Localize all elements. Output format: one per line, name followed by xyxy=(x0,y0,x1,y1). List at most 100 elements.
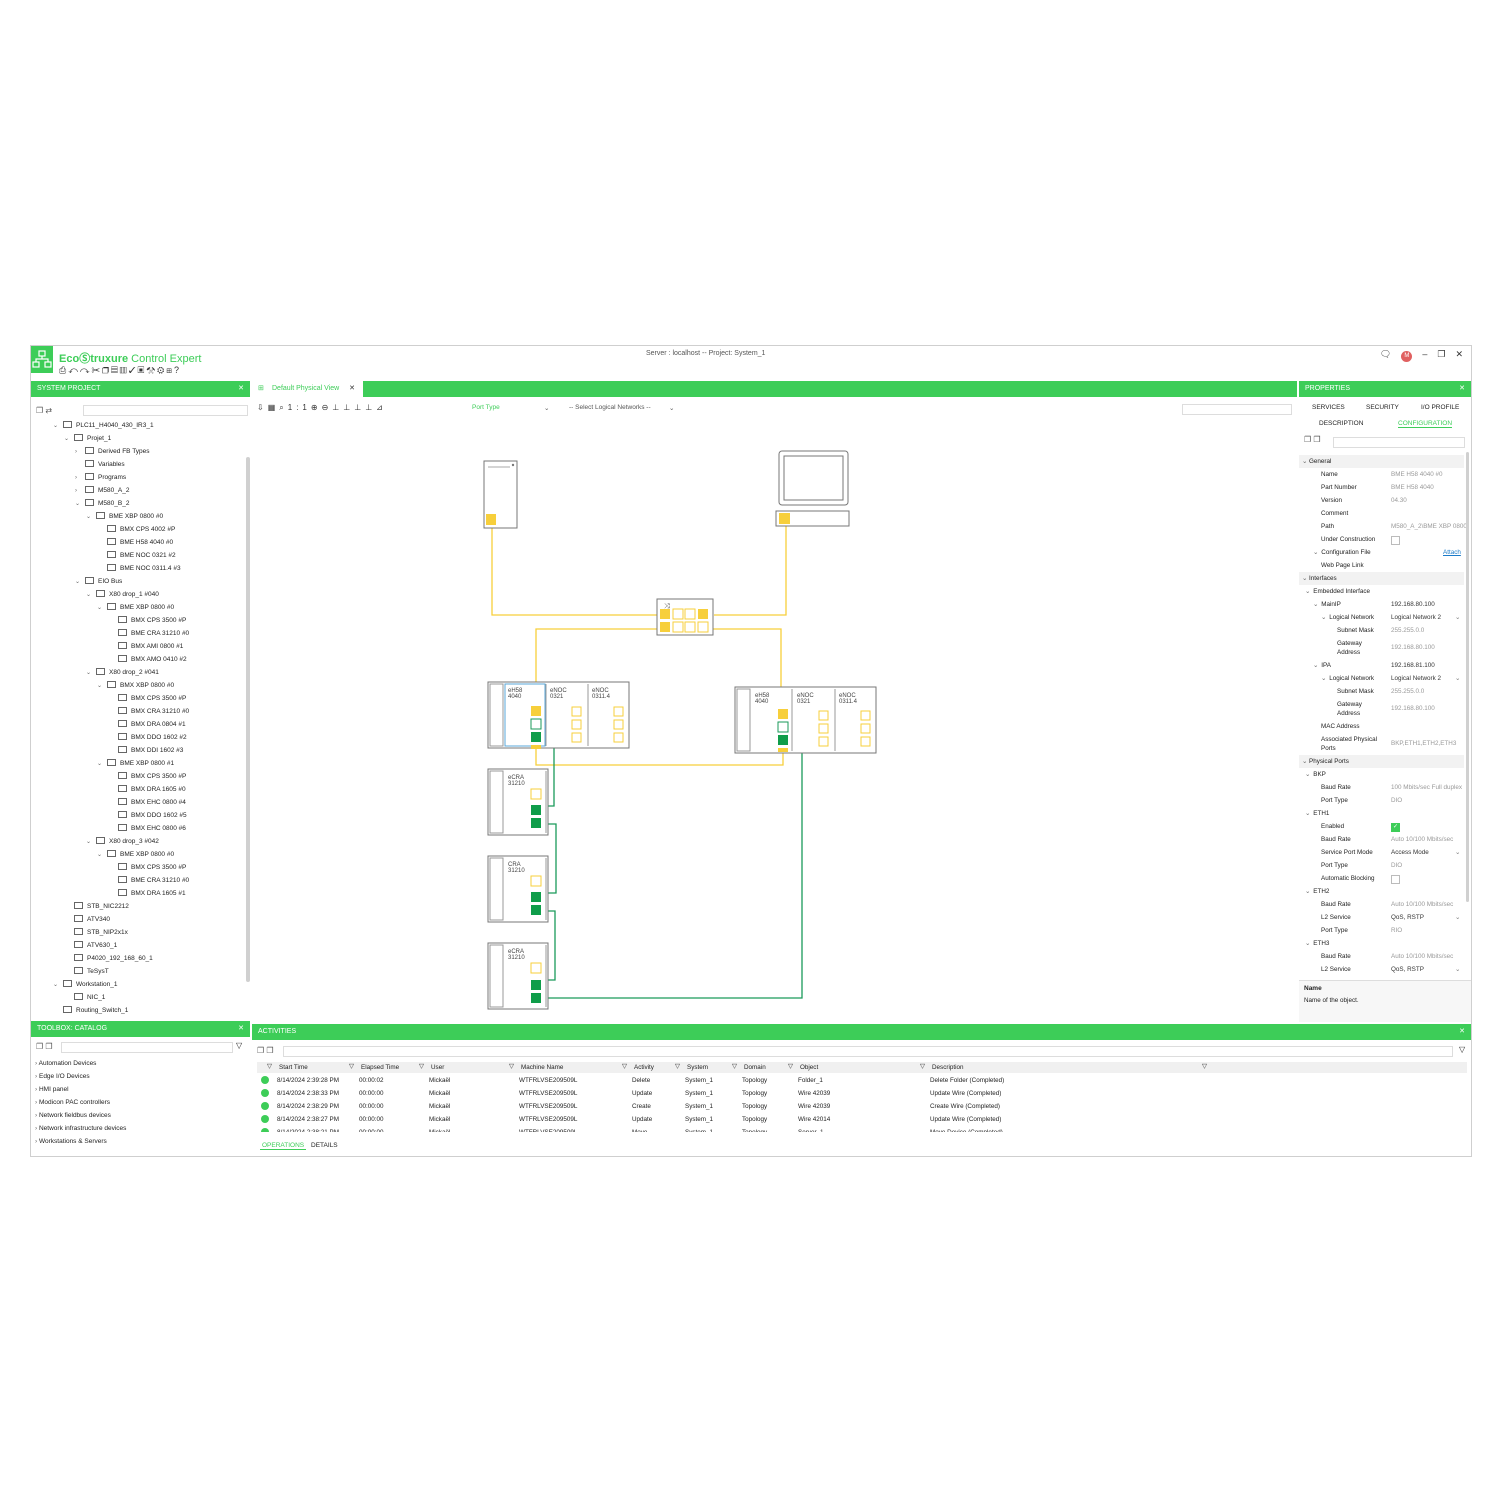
avatar[interactable]: M xyxy=(1401,351,1413,362)
minimize-icon[interactable]: – xyxy=(1422,349,1428,359)
tree-scrollbar[interactable] xyxy=(246,457,250,982)
wire-cpu-link[interactable] xyxy=(535,745,784,766)
network-icon[interactable]: ⊞ xyxy=(166,365,175,375)
undo-icon[interactable]: ↶ xyxy=(68,365,80,375)
chevron-icon[interactable]: ⌄ xyxy=(1305,940,1311,947)
catalog-item[interactable]: › Edge I/O Devices xyxy=(35,1070,90,1083)
tree-item[interactable]: BME CRA 31210 #0 xyxy=(108,874,189,887)
chevron-icon[interactable]: ⌄ xyxy=(1305,888,1311,895)
plc-rack-b[interactable]: eH58 4040 eNOC 0321 eNOC 0311.4 xyxy=(734,686,877,754)
catalog-item[interactable]: › HMI panel xyxy=(35,1083,69,1096)
chat-icon[interactable]: 🗨 xyxy=(1379,349,1392,359)
chevron-down-icon[interactable]: ⌄ xyxy=(97,761,103,767)
props-search-input[interactable] xyxy=(1333,437,1465,448)
tree-item[interactable]: ›Programs xyxy=(75,471,126,484)
logical-networks-dropdown[interactable]: -- Select Logical Networks --⌄ xyxy=(569,404,679,412)
property-value[interactable]: Access Mode⌄ xyxy=(1391,846,1460,859)
tab-close-icon[interactable]: ✕ xyxy=(349,385,356,392)
physical-view-canvas[interactable]: ⤨ eH58 4040 eNOC 0321 xyxy=(252,419,1297,1021)
column-filter-icon[interactable]: ▽ xyxy=(622,1063,627,1070)
column-header[interactable]: System xyxy=(687,1064,708,1071)
catalog-item[interactable]: › Network fieldbus devices xyxy=(35,1109,111,1122)
tree-item[interactable]: BMX CPS 3500 #P xyxy=(108,861,186,874)
wire-ring-2[interactable] xyxy=(542,823,557,894)
tree-item[interactable]: STB_NIC2212 xyxy=(64,900,129,913)
sync-icon[interactable]: ⇄ xyxy=(45,406,53,415)
tree-item[interactable]: ⌄Projet_1 xyxy=(64,432,111,445)
tree-item[interactable]: BMX DDO 1602 #5 xyxy=(108,809,187,822)
restore-icon[interactable]: ❐ xyxy=(1437,349,1446,359)
chevron-right-icon[interactable]: › xyxy=(75,449,77,455)
chevron-down-icon[interactable]: ⌄ xyxy=(97,683,103,689)
validate-icon[interactable]: ✓ xyxy=(128,365,138,375)
align-left-icon[interactable]: ⊥ xyxy=(332,403,344,412)
tree-item[interactable]: ⌄EIO Bus xyxy=(75,575,122,588)
help-icon[interactable]: ? xyxy=(174,365,182,375)
tree-item[interactable]: BMX DDO 1602 #2 xyxy=(108,731,187,744)
tree-item[interactable]: BME CRA 31210 #0 xyxy=(108,627,189,640)
property-value[interactable]: Logical Network 2⌄ xyxy=(1391,611,1460,624)
tree-item[interactable]: Routing_Switch_1 xyxy=(53,1004,128,1017)
expand-icon[interactable]: ❐ xyxy=(266,1046,274,1055)
property-value[interactable] xyxy=(1391,872,1400,889)
search-icon[interactable]: ⌕ xyxy=(279,403,288,412)
chevron-down-icon[interactable]: ⌄ xyxy=(75,501,81,507)
column-header[interactable]: Object xyxy=(800,1064,819,1071)
chevron-icon[interactable]: ⌄ xyxy=(1305,810,1311,817)
column-filter-icon[interactable]: ▽ xyxy=(788,1063,793,1070)
distribute-icon[interactable]: ⊥ xyxy=(365,403,377,412)
settings-icon[interactable]: ⚙ xyxy=(157,365,167,375)
tree-item[interactable]: BMX CPS 4002 #P xyxy=(97,523,175,536)
catalog-item[interactable]: › Automation Devices xyxy=(35,1057,96,1070)
tree-item[interactable]: BMX DRA 1605 #0 xyxy=(108,783,186,796)
tree-item[interactable]: BMX DDI 1602 #3 xyxy=(108,744,183,757)
catalog-item[interactable]: › Network infrastructure devices xyxy=(35,1122,126,1135)
drop-3-device[interactable]: eCRA 31210 xyxy=(487,942,549,1010)
port-type-dropdown[interactable]: Port Type⌄ xyxy=(472,404,552,412)
column-filter-icon[interactable]: ▽ xyxy=(419,1063,424,1070)
checkbox-icon[interactable] xyxy=(1391,536,1400,545)
tab-details[interactable]: DETAILS xyxy=(311,1142,338,1149)
column-filter-icon[interactable]: ▽ xyxy=(509,1063,514,1070)
catalog-search-input[interactable] xyxy=(61,1042,233,1053)
tree-item[interactable]: BMX CPS 3500 #P xyxy=(108,770,186,783)
chevron-down-icon[interactable]: ⌄ xyxy=(1455,849,1461,856)
redo-icon[interactable]: ↷ xyxy=(79,365,92,375)
checkbox-checked-icon[interactable]: ✓ xyxy=(1391,823,1400,832)
tree-item[interactable]: TeSysT xyxy=(64,965,109,978)
arrange-icon[interactable]: ⊿ xyxy=(376,403,387,412)
tree-item[interactable]: BMX AMI 0800 #1 xyxy=(108,640,183,653)
view-search-input[interactable] xyxy=(1182,404,1292,415)
tree-item[interactable]: ⌄M580_B_2 xyxy=(75,497,129,510)
expand-icon[interactable]: ❐ xyxy=(1313,435,1321,444)
tree-item[interactable]: ATV630_1 xyxy=(64,939,117,952)
collapse-icon[interactable]: ❐ xyxy=(1304,435,1312,444)
tab-default-physical-view[interactable]: ⊞ Default Physical View ✕ xyxy=(252,380,364,397)
chevron-icon[interactable]: ⌄ xyxy=(1321,614,1327,621)
collapse-all-icon[interactable]: ❐ xyxy=(36,406,44,415)
tree-item[interactable]: ⌄PLC11_H4040_430_IR3_1 xyxy=(53,419,154,432)
tree-item[interactable]: Variables xyxy=(75,458,125,471)
column-filter-icon[interactable]: ▽ xyxy=(675,1063,680,1070)
tab-description[interactable]: DESCRIPTION xyxy=(1319,420,1364,427)
column-header[interactable]: Elapsed Time xyxy=(361,1064,400,1071)
align-center-icon[interactable]: ⊥ xyxy=(343,403,355,412)
chevron-down-icon[interactable]: ⌄ xyxy=(1455,914,1461,921)
align-right-icon[interactable]: ⊥ xyxy=(354,403,366,412)
chevron-down-icon[interactable]: ⌄ xyxy=(1455,614,1461,621)
tree-item[interactable]: BME H58 4040 #0 xyxy=(97,536,173,549)
table-row[interactable]: 8/14/2024 2:38:21 PM00:00:00MickaëlWTFRL… xyxy=(257,1126,1467,1132)
drop-2-device[interactable]: CRA 31210 xyxy=(487,855,549,923)
column-header[interactable]: User xyxy=(431,1064,445,1071)
tree-item[interactable]: BME NOC 0311.4 #3 xyxy=(97,562,181,575)
chevron-down-icon[interactable]: ⌄ xyxy=(86,839,92,845)
tree-item[interactable]: ›M580_A_2 xyxy=(75,484,129,497)
layout-icon[interactable]: ▥ xyxy=(119,365,129,375)
property-value[interactable]: Logical Network 2⌄ xyxy=(1391,672,1460,685)
tree-item[interactable]: BMX DRA 0804 #1 xyxy=(108,718,186,731)
close-icon[interactable]: ✕ xyxy=(1455,349,1463,359)
props-scrollbar[interactable] xyxy=(1466,452,1469,902)
